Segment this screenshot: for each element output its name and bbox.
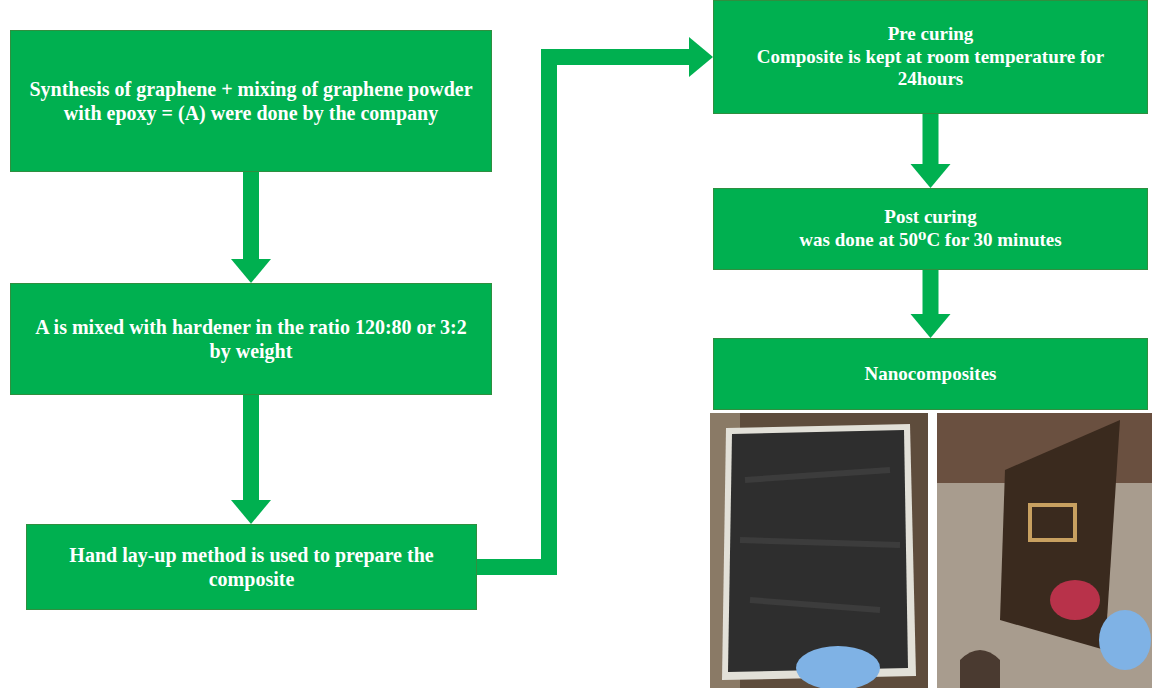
composite-photo-right bbox=[937, 413, 1152, 688]
arrow-head bbox=[231, 259, 271, 283]
process-box: Nanocomposites bbox=[713, 338, 1148, 410]
composite-photo-left bbox=[710, 413, 928, 688]
flow-arrow bbox=[231, 395, 271, 524]
box-text: was done at 50⁰C for 30 minutes bbox=[799, 229, 1061, 252]
arrow-head bbox=[911, 314, 951, 338]
box-text: A is mixed with hardener in the ratio 12… bbox=[25, 315, 477, 363]
process-box: Pre curingComposite is kept at room temp… bbox=[713, 0, 1148, 114]
flow-arrow bbox=[911, 270, 951, 338]
arrow-stem bbox=[923, 114, 939, 166]
arrow-head bbox=[231, 500, 271, 524]
process-box: Synthesis of graphene + mixing of graphe… bbox=[10, 30, 492, 172]
arrow-head bbox=[911, 164, 951, 188]
box-text: Composite is kept at room temperature fo… bbox=[728, 46, 1133, 92]
arrow-stem bbox=[243, 395, 259, 502]
arrow-stem bbox=[243, 172, 259, 261]
flow-arrow bbox=[231, 172, 271, 283]
process-box: Hand lay-up method is used to prepare th… bbox=[26, 524, 477, 610]
box-text: Pre curing bbox=[888, 23, 974, 46]
box-text: Nanocomposites bbox=[865, 363, 997, 386]
flow-arrow bbox=[477, 37, 713, 567]
process-box: A is mixed with hardener in the ratio 12… bbox=[10, 283, 492, 395]
arrow-stem bbox=[477, 57, 691, 567]
box-text: Post curing bbox=[884, 206, 976, 229]
flow-arrow bbox=[911, 114, 951, 188]
arrow-stem bbox=[923, 270, 939, 316]
box-text: Synthesis of graphene + mixing of graphe… bbox=[25, 77, 477, 125]
arrow-head bbox=[689, 37, 713, 77]
process-box: Post curingwas done at 50⁰C for 30 minut… bbox=[713, 188, 1148, 270]
box-text: Hand lay-up method is used to prepare th… bbox=[41, 543, 462, 591]
